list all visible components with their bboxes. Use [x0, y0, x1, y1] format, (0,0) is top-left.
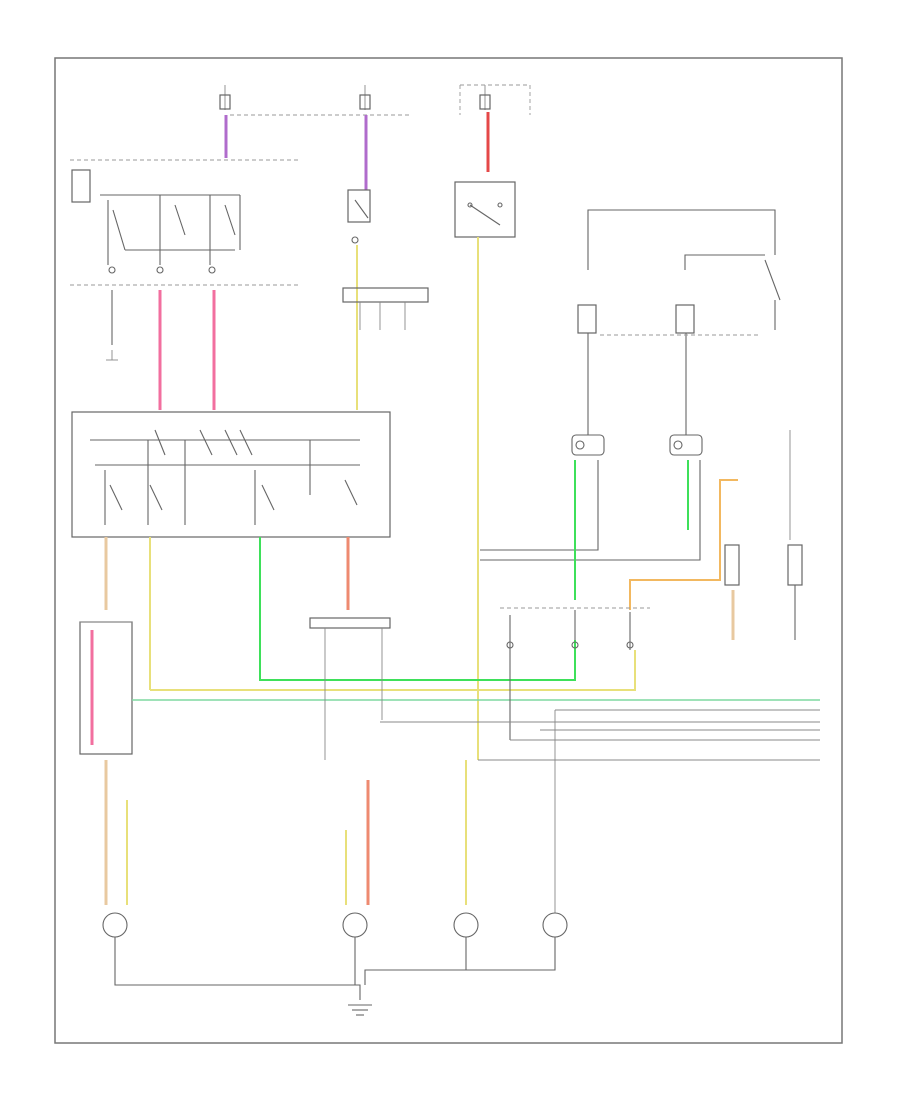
wire-green-main [259, 537, 576, 681]
switch-icon [199, 429, 213, 456]
switch-icon [109, 484, 123, 511]
switch-icon [154, 429, 166, 456]
switch-icon [354, 199, 369, 219]
center-switch [347, 189, 371, 244]
diagram-frame [54, 57, 843, 1044]
lamp-icon [669, 434, 703, 456]
power-sources [219, 84, 531, 116]
right-bus-wires [380, 709, 820, 915]
flasher-area [577, 209, 781, 435]
switch-icon [344, 479, 358, 506]
lamp-icon [342, 912, 368, 938]
switch-icon [174, 204, 186, 236]
switch-icon [224, 204, 236, 236]
switch-icon [261, 484, 275, 511]
wire-yellow-horizontal [150, 650, 636, 691]
rear-lamps [102, 760, 568, 1016]
stop-relay [454, 181, 516, 238]
side-marker-switches [724, 430, 803, 640]
combination-switch-top [71, 169, 241, 274]
junction-bar-right [500, 607, 650, 740]
connector-left [79, 621, 133, 755]
lamp-icon [102, 912, 128, 938]
lamp-icon [571, 434, 605, 456]
switch-icon [224, 429, 238, 456]
lamp-icon [453, 912, 479, 938]
switch-icon [149, 484, 163, 511]
switch-icon [764, 259, 781, 301]
fuse-icon [577, 304, 597, 334]
connector-center [309, 617, 391, 760]
connector-block-center [342, 287, 429, 330]
front-lamps [571, 434, 703, 456]
switch-icon [239, 429, 253, 456]
turn-signal-switch [71, 411, 391, 538]
switch-icon [469, 204, 501, 226]
lamp-icon [542, 912, 568, 938]
fuse-icon [675, 304, 695, 334]
switch-icon [112, 209, 126, 251]
wire-orange-right [629, 479, 738, 610]
